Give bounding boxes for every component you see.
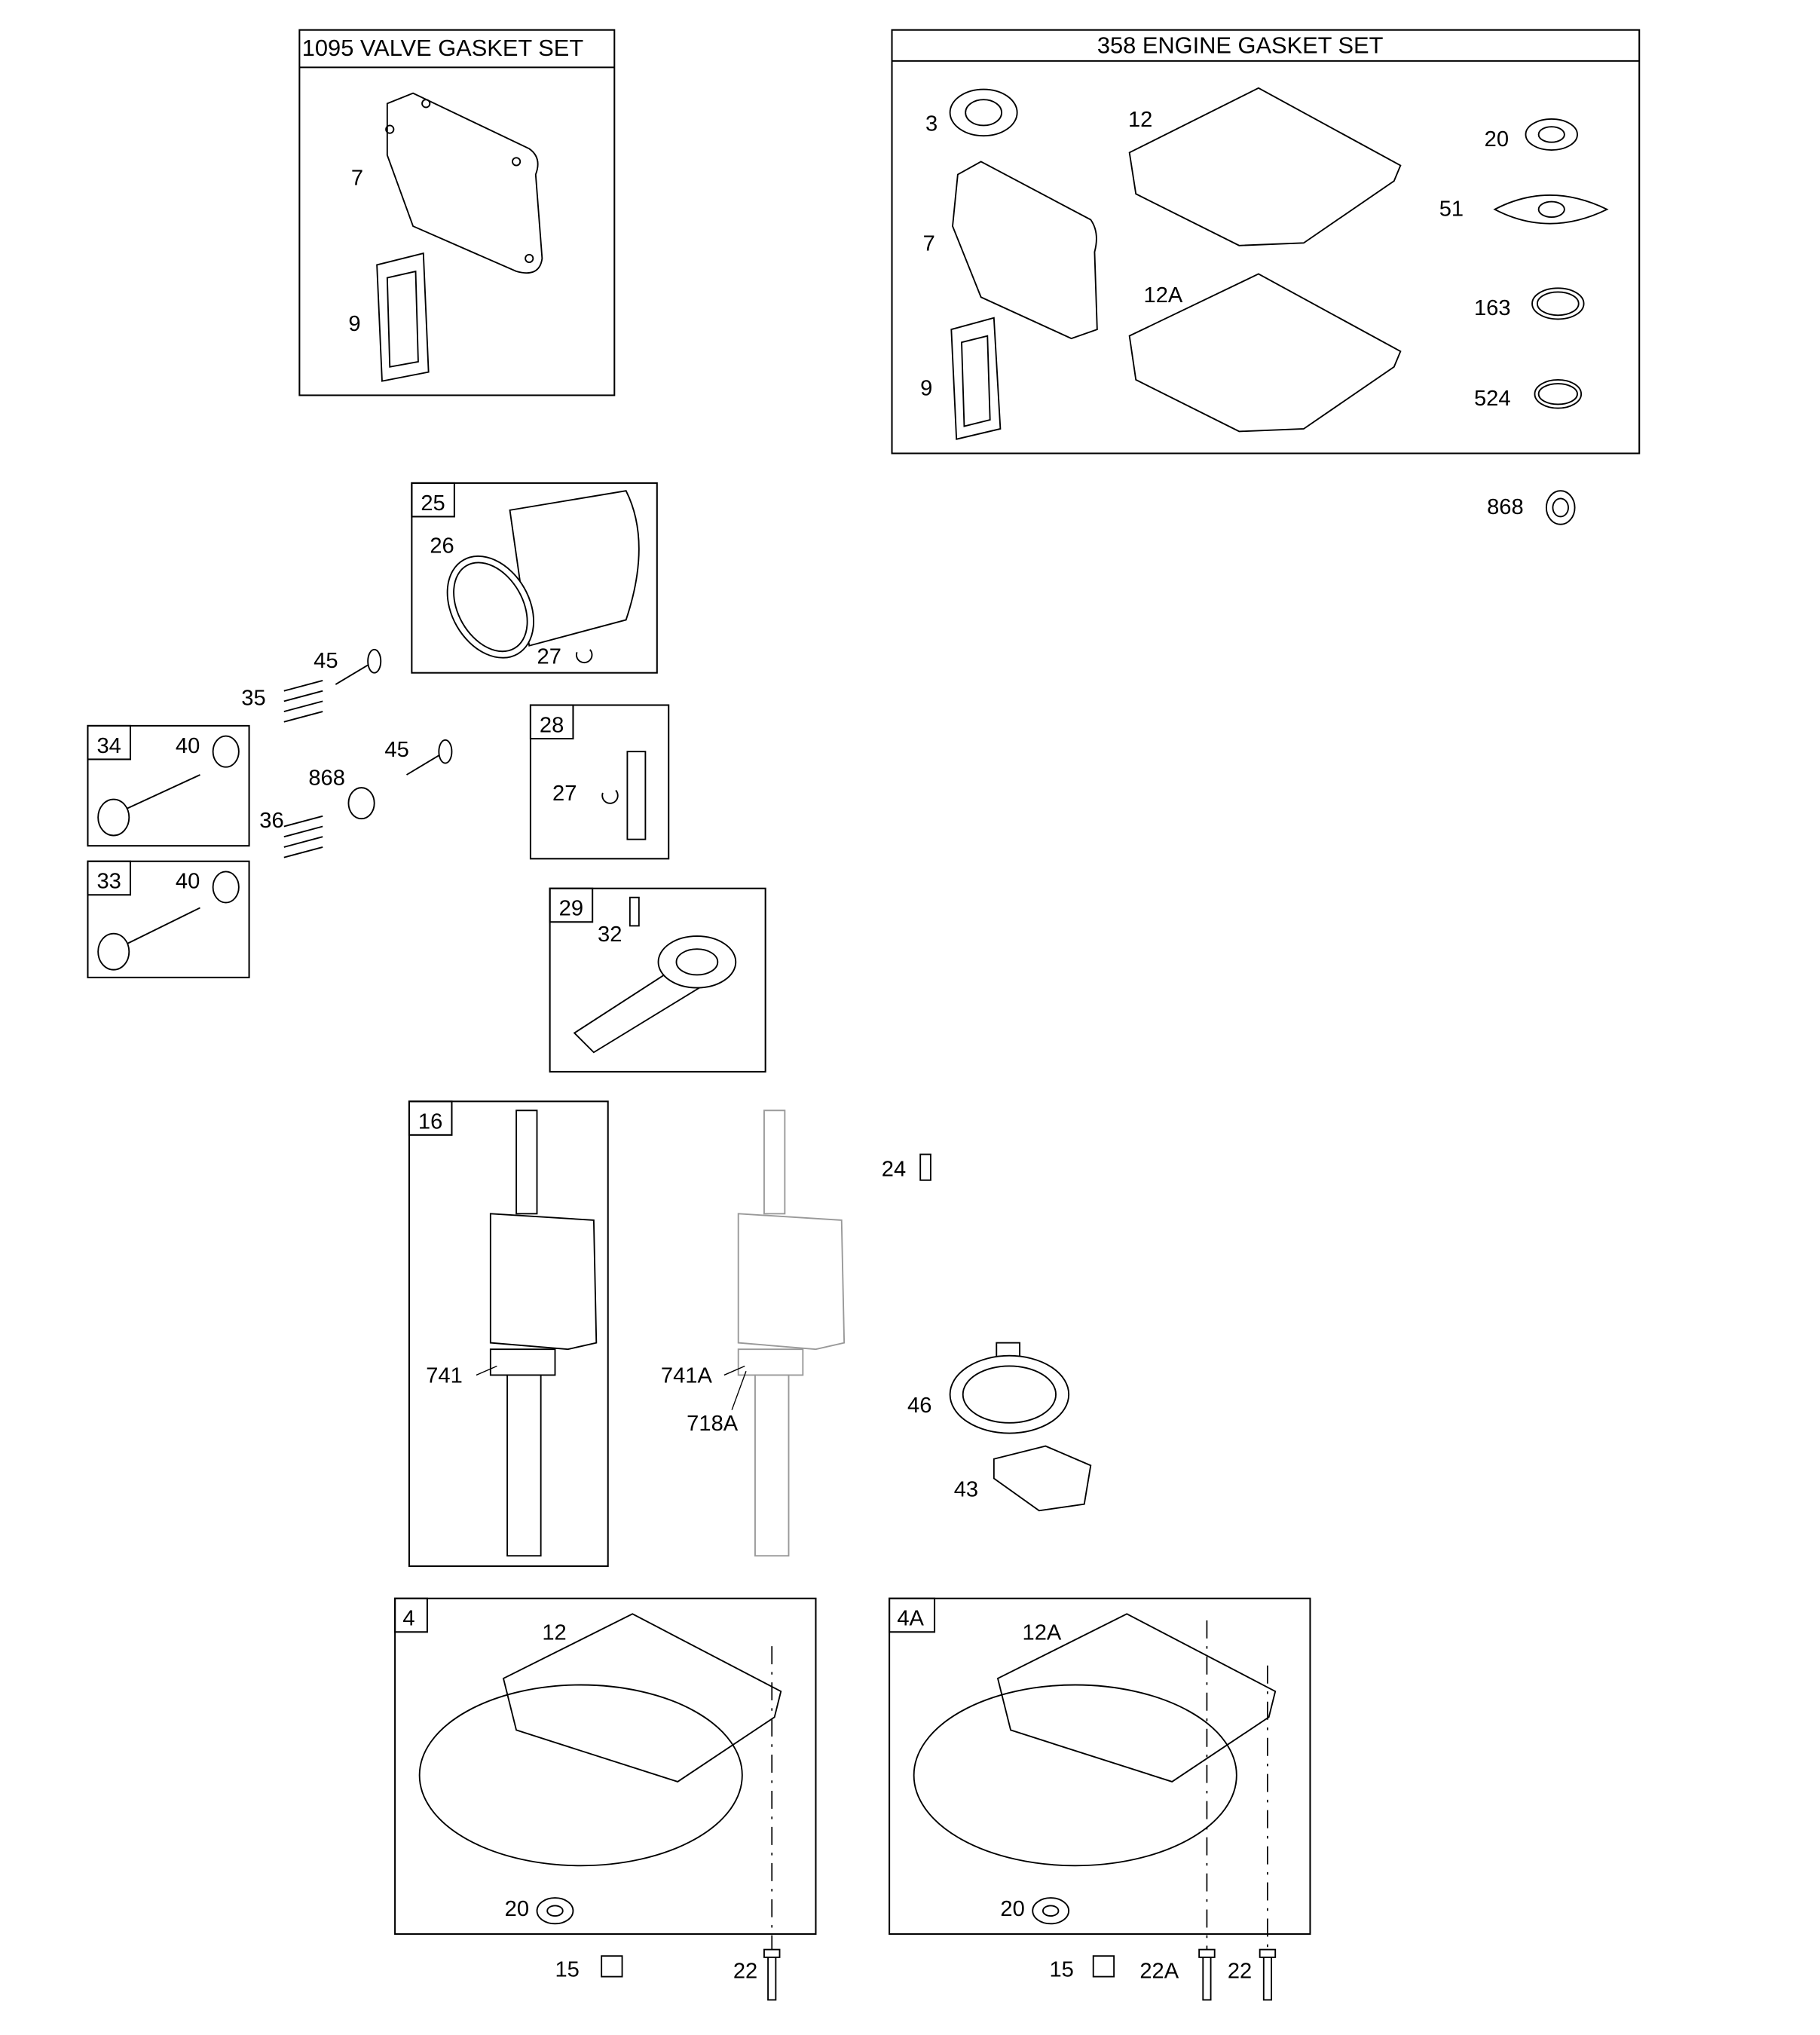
callout: 20 <box>1000 1897 1024 1921</box>
box-28: 28 <box>529 704 670 860</box>
callouts: 7 9 3 12 20 51 7 12A 163 9 524 868 26 27… <box>176 108 1524 1983</box>
callout: 46 <box>907 1394 931 1418</box>
callout: 7 <box>923 232 935 256</box>
box-number: 28 <box>540 713 564 737</box>
callout: 15 <box>1049 1958 1073 1982</box>
callout: 22A <box>1139 1959 1179 1983</box>
box-number: 4A <box>897 1607 924 1631</box>
box-4: 4 <box>394 1597 817 1950</box>
valve-gasket-set-title: 1095 VALVE GASKET SET <box>302 35 584 61</box>
callout: 32 <box>598 923 622 947</box>
box-number: 34 <box>96 734 121 758</box>
callout: 3 <box>925 112 938 136</box>
box-4a: 4A <box>889 1597 1311 1950</box>
callout: 20 <box>1485 127 1509 151</box>
callout: 12A <box>1023 1621 1062 1645</box>
intake-gasket <box>376 252 430 382</box>
callout: 24 <box>882 1158 906 1182</box>
box-number: 4 <box>402 1607 414 1631</box>
callout: 868 <box>308 767 345 791</box>
callout: 718A <box>687 1412 739 1436</box>
callout: 12A <box>1144 283 1183 308</box>
callout: 9 <box>348 312 360 336</box>
box-16: 16 <box>408 1100 609 1567</box>
callout: 40 <box>176 734 200 758</box>
box-34: 34 <box>87 724 250 847</box>
callout: 27 <box>537 645 561 669</box>
callout: 26 <box>430 534 454 558</box>
box-number: 16 <box>418 1109 442 1134</box>
callout: 12 <box>1128 108 1152 132</box>
box-25: 25 <box>411 482 658 674</box>
crankshaft-alt <box>737 1109 846 1557</box>
engine-gasket-set-box: 358 ENGINE GASKET SET <box>891 29 1641 454</box>
callout: 35 <box>241 687 265 711</box>
engine-gasket-set-title: 358 ENGINE GASKET SET <box>1097 32 1384 59</box>
callout: 45 <box>314 649 338 673</box>
callout: 9 <box>920 376 932 400</box>
callout: 12 <box>542 1621 566 1645</box>
box-number: 25 <box>421 491 445 516</box>
callout: 22 <box>1228 1959 1252 1983</box>
callout: 27 <box>552 782 577 806</box>
callout: 45 <box>384 738 408 762</box>
callout: 163 <box>1474 296 1511 320</box>
box-29: 29 <box>549 887 766 1073</box>
callout: 7 <box>351 166 363 190</box>
callout: 524 <box>1474 387 1511 411</box>
callout: 20 <box>505 1897 529 1921</box>
callout: 741 <box>426 1364 463 1388</box>
callout: 22 <box>733 1959 757 1983</box>
box-number: 33 <box>96 870 121 894</box>
callout: 51 <box>1439 197 1464 221</box>
cam-gear <box>949 1342 1092 1512</box>
box-number: 29 <box>559 897 583 921</box>
box-33: 33 <box>87 860 250 978</box>
callout: 15 <box>555 1958 579 1982</box>
callout: 868 <box>1487 495 1524 519</box>
callout: 36 <box>259 809 283 833</box>
callout: 43 <box>954 1477 978 1501</box>
callout: 741A <box>661 1364 713 1388</box>
head-gasket <box>386 92 543 274</box>
callout: 40 <box>176 870 200 894</box>
valve-gasket-set-box: 1095 VALVE GASKET SET <box>298 29 616 396</box>
